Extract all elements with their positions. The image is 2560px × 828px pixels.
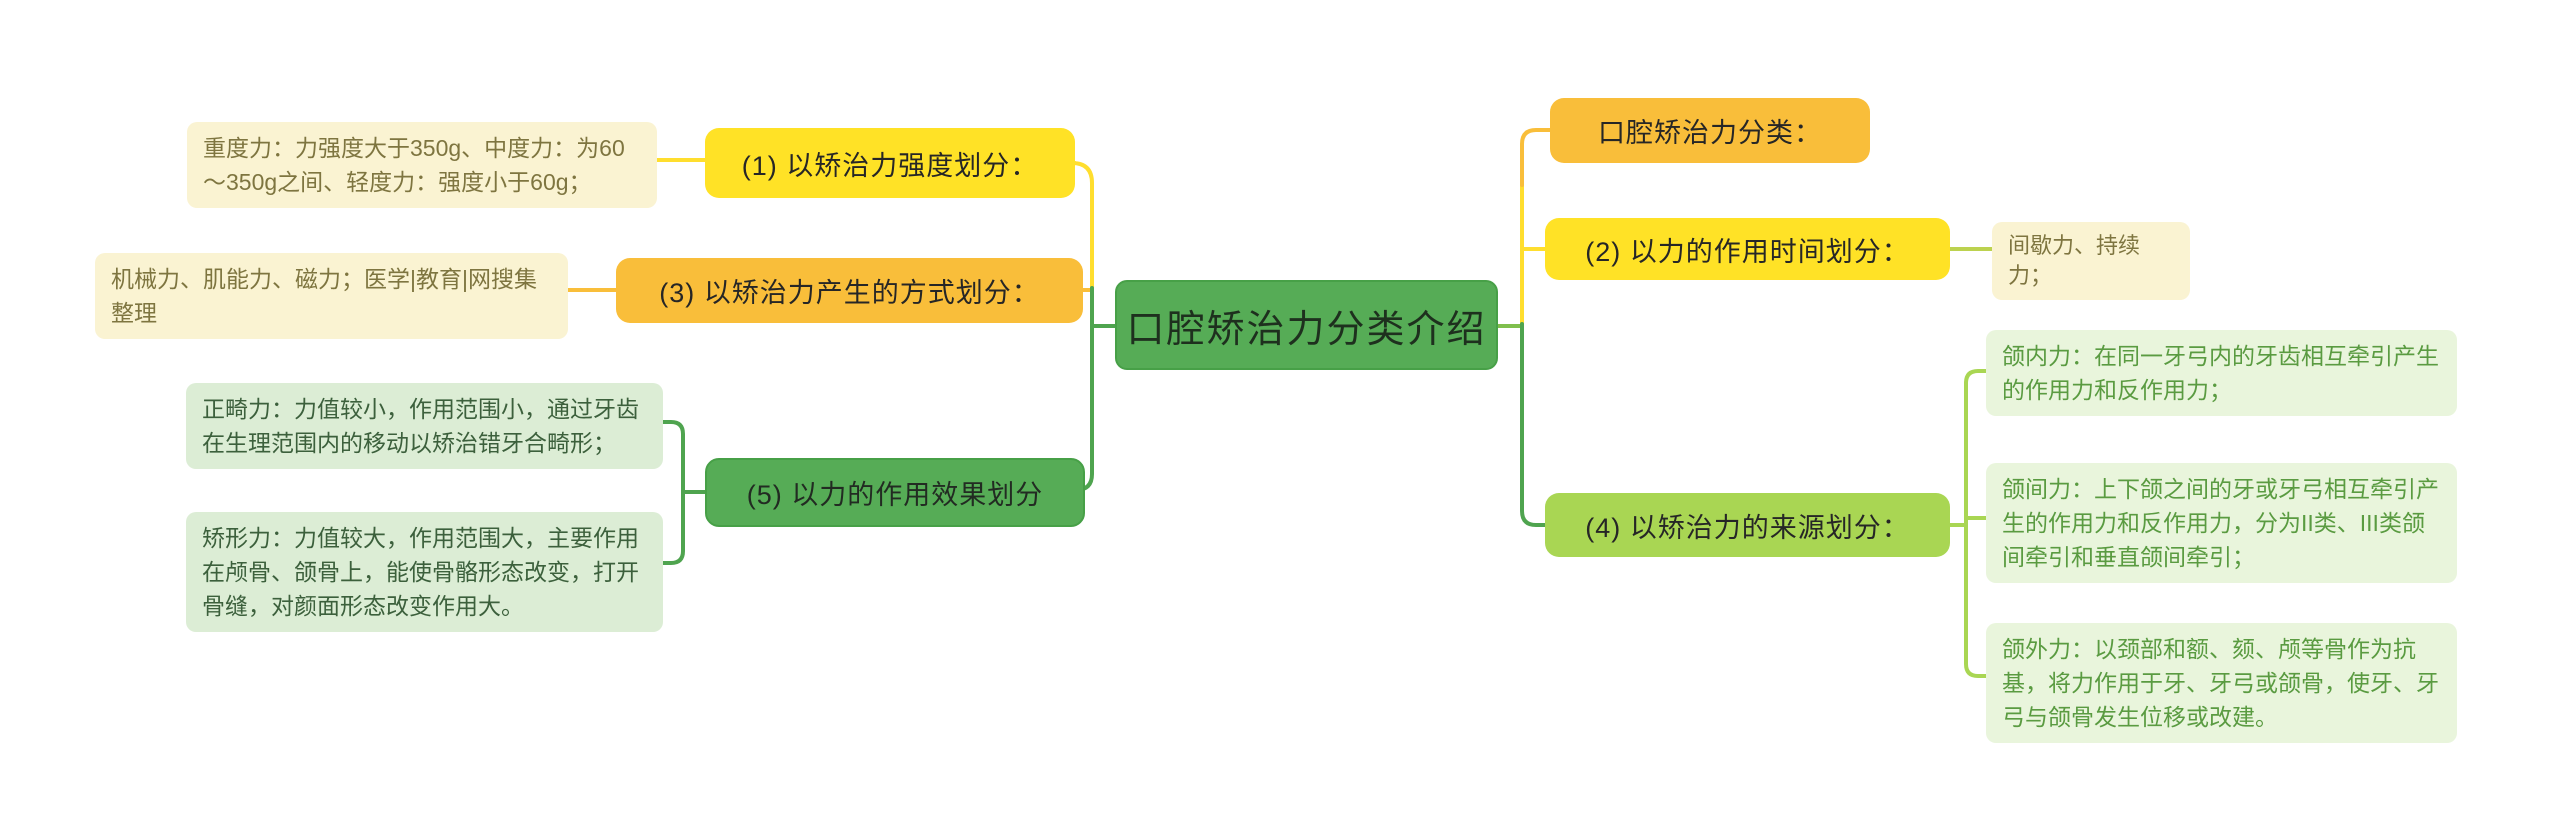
central-topic[interactable]: 口腔矫治力分类介绍 — [1115, 280, 1498, 370]
branch-4-source[interactable]: (4) 以矫治力的来源划分： — [1545, 493, 1950, 557]
leaf-orthopedic-force[interactable]: 矫形力：力值较大，作用范围大，主要作用在颅骨、颌骨上，能使骨骼形态改变，打开骨缝… — [186, 512, 663, 632]
leaf-intermaxillary-force[interactable]: 颌间力：上下颌之间的牙或牙弓相互牵引产生的作用力和反作用力，分为II类、III类… — [1986, 463, 2457, 583]
branch-classification[interactable]: 口腔矫治力分类： — [1550, 98, 1870, 163]
connector-classification — [1520, 128, 1552, 187]
connector-branch4-spine — [1520, 322, 1547, 527]
connector-branch5-children-spine — [661, 420, 685, 565]
leaf-method-detail[interactable]: 机械力、肌能力、磁力；医学|教育|网搜集整理 — [95, 253, 568, 339]
branch-3-method[interactable]: (3) 以矫治力产生的方式划分： — [616, 258, 1083, 323]
leaf-intramaxillary-force[interactable]: 颌内力：在同一牙弓内的牙齿相互牵引产生的作用力和反作用力； — [1986, 330, 2457, 416]
leaf-extraoral-force[interactable]: 颌外力：以颈部和额、颏、颅等骨作为抗基，将力作用于牙、牙弓或颌骨，使牙、牙弓与颌… — [1986, 623, 2457, 743]
connector-branch4-children-spine — [1964, 369, 1988, 678]
branch-5-effect[interactable]: (5) 以力的作用效果划分 — [705, 458, 1085, 527]
leaf-orthodontic-force[interactable]: 正畸力：力值较小，作用范围小，通过牙齿在生理范围内的移动以矫治错牙合畸形； — [186, 383, 663, 469]
leaf-time-detail[interactable]: 间歇力、持续力； — [1992, 222, 2190, 300]
branch-1-strength[interactable]: (1) 以矫治力强度划分： — [705, 128, 1075, 198]
branch-2-time[interactable]: (2) 以力的作用时间划分： — [1545, 218, 1950, 280]
leaf-strength-detail[interactable]: 重度力：力强度大于350g、中度力：为60～350g之间、轻度力：强度小于60g… — [187, 122, 657, 208]
